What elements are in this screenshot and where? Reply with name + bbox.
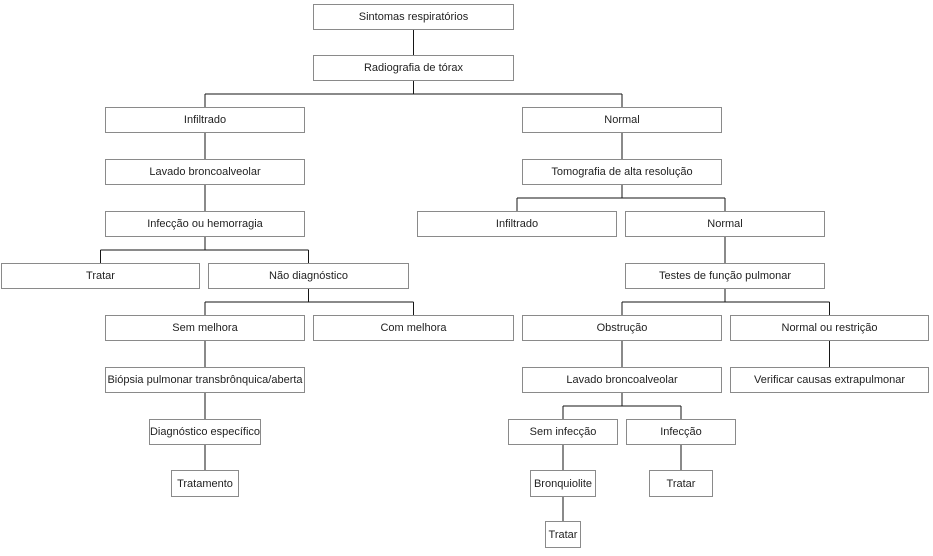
connector-testes-split	[621, 289, 831, 315]
node-infeccao-ou-hemorragia: Infecção ou hemorragia	[105, 211, 305, 237]
node-sem-infeccao: Sem infecção	[508, 419, 618, 445]
node-bronquiolite: Bronquiolite	[530, 470, 596, 497]
node-testes-funcao-pulmonar: Testes de função pulmonar	[625, 263, 825, 289]
node-lavado-broncoalveolar-esq: Lavado broncoalveolar	[105, 159, 305, 185]
node-biopsia-pulmonar: Biópsia pulmonar transbrônquica/aberta	[105, 367, 305, 393]
node-infeccao: Infecção	[626, 419, 736, 445]
node-com-melhora: Com melhora	[313, 315, 514, 341]
node-tratar-infeccao: Tratar	[649, 470, 713, 497]
node-lavado-broncoalveolar-dir: Lavado broncoalveolar	[522, 367, 722, 393]
node-tratar-bronquiolite: Tratar	[545, 521, 581, 548]
node-tratar-esq: Tratar	[1, 263, 200, 289]
node-infiltrado-tc: Infiltrado	[417, 211, 617, 237]
connector-radiografia-split	[204, 81, 623, 107]
node-normal-tc: Normal	[625, 211, 825, 237]
node-verificar-causas-extrapulmonar: Verificar causas extrapulmonar	[730, 367, 929, 393]
node-sintomas-respiratorios: Sintomas respiratórios	[313, 4, 514, 30]
connector-lavado-dir-split	[562, 393, 682, 419]
node-normal-rx: Normal	[522, 107, 722, 133]
node-radiografia-torax: Radiografia de tórax	[313, 55, 514, 81]
node-nao-diagnostico: Não diagnóstico	[208, 263, 409, 289]
node-infiltrado-rx: Infiltrado	[105, 107, 305, 133]
connector-tomografia-split	[516, 185, 726, 211]
node-tratamento: Tratamento	[171, 470, 239, 497]
node-normal-ou-restricao: Normal ou restrição	[730, 315, 929, 341]
connector-infeccao-hemorragia-split	[99, 237, 310, 263]
connector-nao-diagnostico-split	[204, 289, 415, 315]
node-obstrucao: Obstrução	[522, 315, 722, 341]
node-sem-melhora: Sem melhora	[105, 315, 305, 341]
node-tomografia-alta-resolucao: Tomografia de alta resolução	[522, 159, 722, 185]
node-diagnostico-especifico: Diagnóstico específico	[149, 419, 261, 445]
